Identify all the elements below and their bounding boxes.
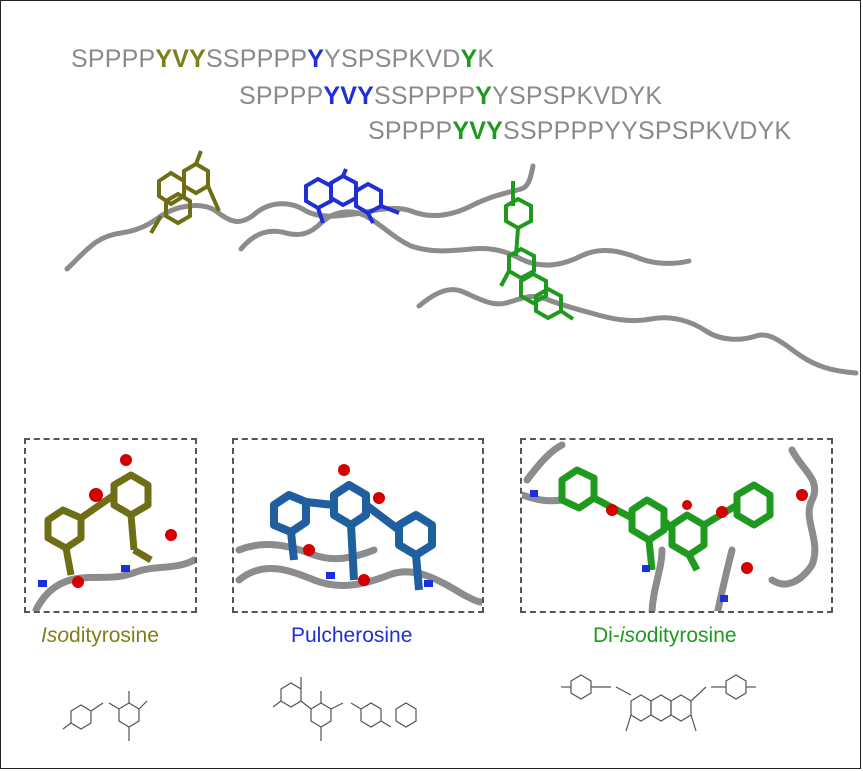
- di-isodityrosine-chemical-structure: [561, 674, 756, 732]
- pulcherosine-label: Pulcherosine: [291, 624, 412, 648]
- label-rest-part: dityrosine: [69, 624, 159, 647]
- label-rest-part: dityrosine: [646, 624, 737, 647]
- isodityrosine-chemical-structure: [62, 691, 148, 741]
- label-italic-part: Iso: [41, 624, 70, 647]
- label-italic-part: iso: [619, 624, 647, 647]
- pulcherosine-panel: [232, 438, 484, 613]
- seq-part: YVY: [323, 82, 374, 110]
- sequence-line-3: SPPPPYVYSSPPPPYYSPSPKVDYK: [368, 117, 791, 146]
- seq-part: SPPPP: [368, 117, 453, 145]
- backbone-strand-2: [238, 209, 692, 268]
- seq-part: SPPPP: [71, 45, 156, 73]
- backbone-strand-1: [64, 163, 536, 272]
- isodityrosine-crosslink-model: [149, 150, 221, 235]
- seq-part: SPPPP: [239, 82, 324, 110]
- seq-part: SSPPPP: [206, 45, 308, 73]
- di-isodityrosine-label: Di-isodityrosine: [593, 624, 737, 648]
- seq-part: YSPSPKVDYK: [492, 82, 663, 110]
- isodityrosine-label: Isodityrosine: [41, 624, 159, 648]
- seq-part: SSPPPPYYSPSPKVDYK: [503, 117, 792, 145]
- pulcherosine-chemical-structure: [272, 677, 417, 741]
- seq-part: YVY: [452, 117, 503, 145]
- seq-part: YVY: [155, 45, 206, 73]
- di-isodityrosine-panel: [520, 438, 833, 613]
- isodityrosine-3d-model: [32, 454, 195, 611]
- pulcherosine-crosslink-model: [304, 168, 400, 224]
- seq-part: Y: [475, 82, 493, 110]
- seq-part: SSPPPP: [374, 82, 476, 110]
- label-start-part: Di-: [593, 624, 620, 647]
- backbone-strand-3: [416, 287, 859, 376]
- seq-part: Y: [307, 45, 325, 73]
- di-isodityrosine-3d-model: [522, 441, 819, 611]
- di-isodityrosine-crosslink-model: [499, 181, 575, 321]
- pulcherosine-3d-model: [235, 464, 482, 606]
- seq-part: K: [477, 45, 495, 73]
- label-text: Pulcherosine: [291, 624, 413, 647]
- peptide-crosslink-structure: [64, 150, 859, 376]
- sequence-line-1: SPPPPYVYSSPPPPYYSPSPKVDYK: [71, 45, 494, 74]
- isodityrosine-panel: [24, 438, 197, 613]
- seq-part: YSPSPKVD: [324, 45, 461, 73]
- seq-part: Y: [460, 45, 478, 73]
- sequence-line-2: SPPPPYVYSSPPPPYYSPSPKVDYK: [239, 82, 662, 111]
